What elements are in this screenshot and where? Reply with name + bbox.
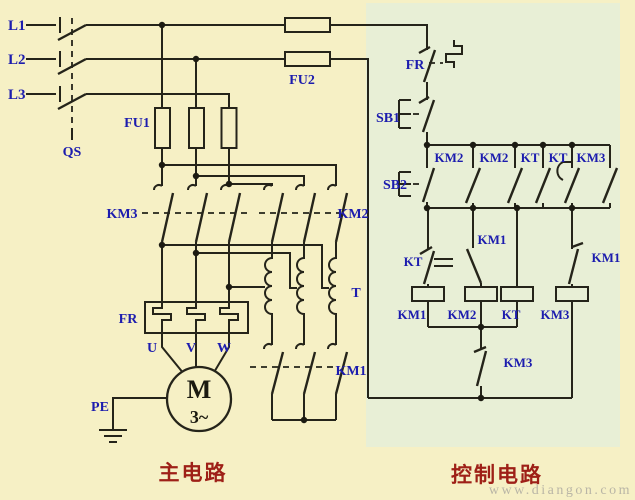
label-kt-contact-b: KT	[549, 150, 568, 165]
km1-main-contacts	[263, 343, 349, 420]
label-terminal-u: U	[147, 341, 157, 356]
caption-control-circuit: 控制电路	[451, 463, 543, 487]
label-fu2: FU2	[289, 73, 315, 88]
branch-kt-nc-km1-coil	[411, 208, 453, 327]
label-terminal-v: V	[186, 341, 196, 356]
fr-control-contact	[418, 38, 463, 100]
label-fr-main: FR	[119, 312, 139, 327]
label-pe: PE	[91, 400, 109, 415]
label-km3-nc: KM3	[504, 355, 533, 370]
label-km2-contact-b: KM2	[480, 150, 509, 165]
transformer-tap-wires	[162, 244, 329, 289]
label-coil-kt: KT	[502, 307, 521, 322]
branch-kt-coil	[500, 208, 534, 327]
label-kt-nc: KT	[404, 254, 423, 269]
branch-km1-nc-km3-coil	[555, 208, 589, 398]
label-fu1: FU1	[124, 116, 150, 131]
kt-delay-arc-icon	[556, 161, 573, 181]
label-terminal-w: W	[217, 341, 231, 356]
pe-wire	[112, 397, 167, 430]
watermark-text: www.diangon.com	[489, 483, 632, 498]
fu2-fuse-2	[284, 51, 331, 67]
label-km1-main: KM1	[335, 364, 366, 379]
label-motor-m: M	[187, 375, 212, 404]
label-km3-contact-top: KM3	[577, 150, 606, 165]
label-fr-control: FR	[406, 58, 426, 73]
label-km3-main: KM3	[106, 207, 137, 222]
label-km1-no: KM1	[478, 232, 507, 247]
label-l1: L1	[8, 18, 26, 34]
ground-icon	[99, 429, 127, 443]
label-sb1: SB1	[376, 111, 400, 126]
caption-main-circuit: 主电路	[159, 461, 228, 485]
label-coil-km1: KM1	[398, 307, 427, 322]
label-kt-contact-a: KT	[521, 150, 540, 165]
km2-main-contacts	[263, 184, 349, 243]
sb1-stop-button	[398, 95, 436, 145]
label-l2: L2	[8, 52, 26, 68]
label-km2-contact-a: KM2	[435, 150, 464, 165]
branch-km1-no-km2-coil	[464, 208, 498, 327]
phase-wires	[26, 24, 428, 398]
label-sb2: SB2	[383, 178, 407, 193]
label-t: T	[351, 286, 361, 301]
fr-heater-elements	[152, 302, 239, 333]
fu2-fuse-1	[284, 17, 331, 33]
label-km1-nc: KM1	[592, 250, 621, 265]
motor-lead-wires	[161, 333, 230, 375]
label-motor-phase: 3~	[190, 407, 209, 427]
label-l3: L3	[8, 87, 26, 103]
autotransformer-windings	[264, 242, 337, 345]
junction-dots	[158, 21, 576, 424]
label-coil-km3: KM3	[541, 307, 570, 322]
fu1-drop-wires	[161, 25, 197, 108]
label-coil-km2: KM2	[448, 307, 477, 322]
control-circuit-background	[366, 3, 620, 447]
label-km2-main: KM2	[337, 207, 368, 222]
label-qs: QS	[63, 145, 82, 160]
sb2-start-button	[398, 145, 436, 208]
